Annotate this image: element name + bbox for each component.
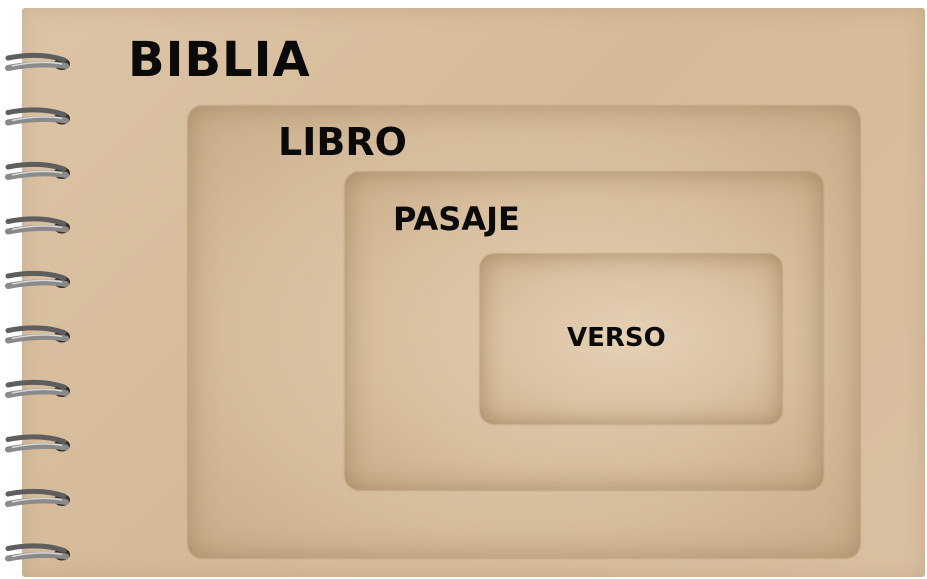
spiral-ring [5,216,70,235]
label-pasaje: PASAJE [393,200,520,238]
frame-verso [480,254,782,424]
spiral-binding [5,52,70,562]
spiral-ring [5,379,70,398]
spiral-ring [5,543,70,562]
diagram-title-biblia: BIBLIA [128,32,311,88]
spiral-ring [5,161,70,180]
spiral-ring [5,434,70,453]
label-verso: VERSO [567,323,666,353]
spiral-ring [5,325,70,344]
label-libro: LIBRO [278,120,407,164]
spiral-ring [5,488,70,507]
spiral-ring [5,107,70,126]
spiral-ring [5,270,70,289]
spiral-ring [5,52,70,71]
